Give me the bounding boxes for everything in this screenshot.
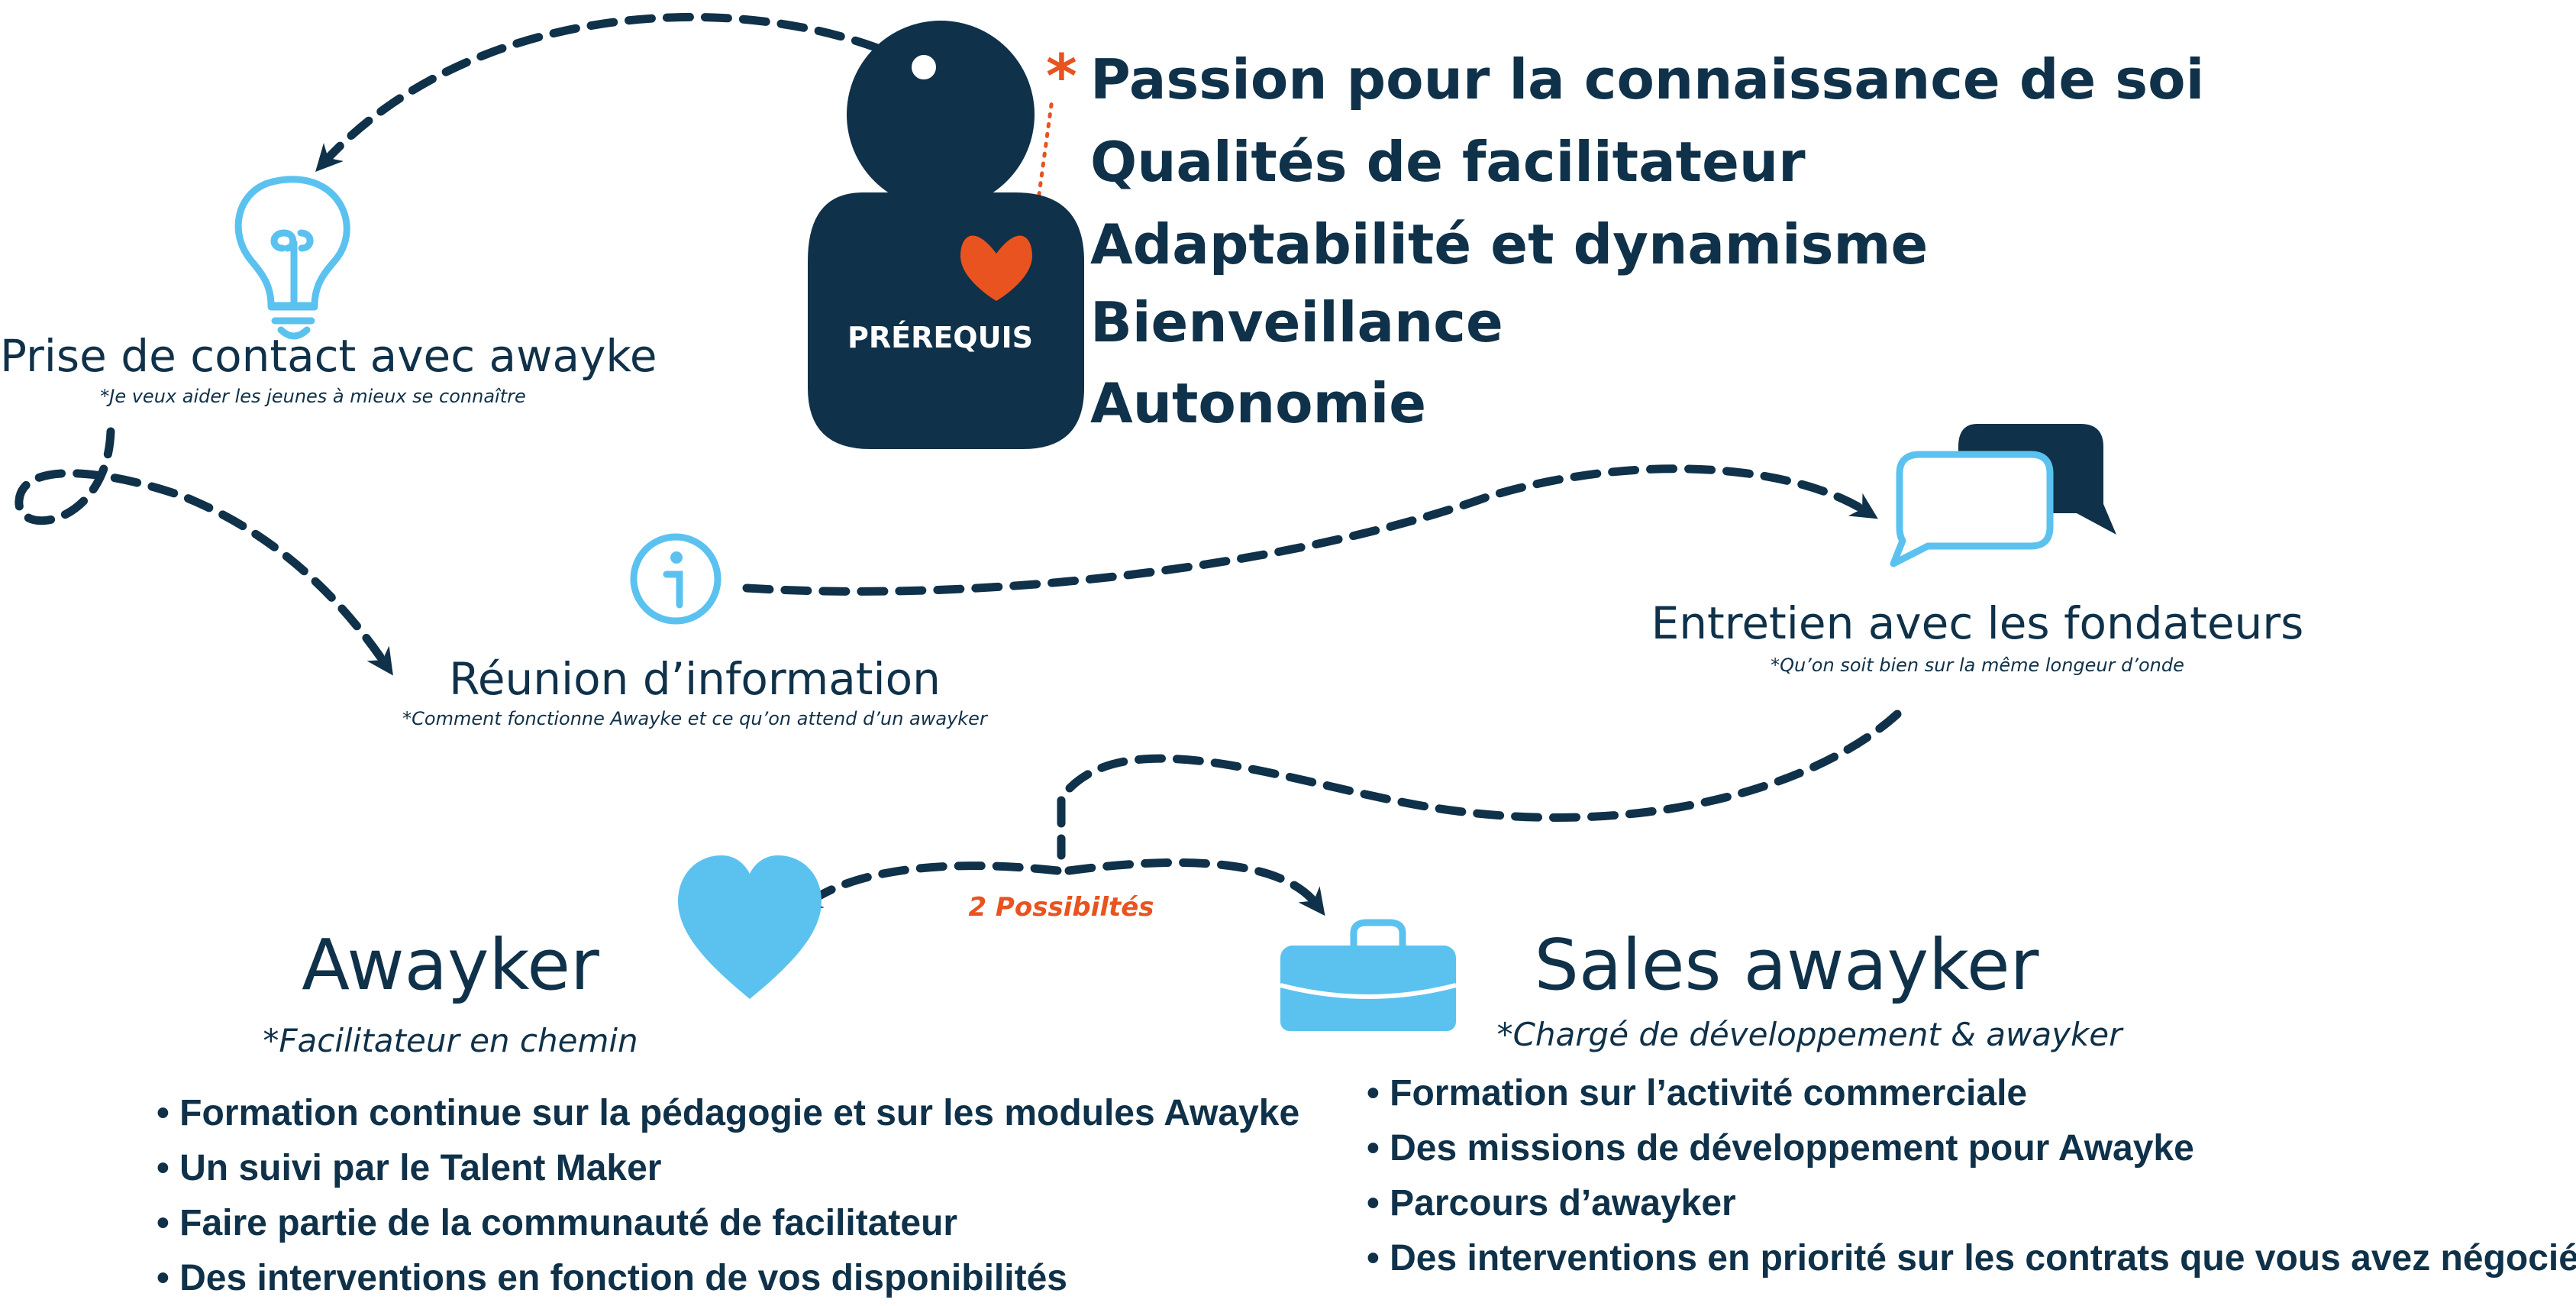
list-item: Formation continue sur la pédagogie et s… xyxy=(157,1086,1299,1141)
list-item: Des interventions en priorité sur les co… xyxy=(1367,1231,2576,1286)
step-interview-note: *Qu’on soit bien sur la même longeur d’o… xyxy=(1771,655,2184,676)
awayker-title: Awayker xyxy=(302,924,599,1006)
list-item: Un suivi par le Talent Maker xyxy=(157,1141,1299,1196)
list-item: Des missions de développement pour Awayk… xyxy=(1367,1121,2576,1176)
prerequisite-item: Passion pour la connaissance de soi xyxy=(1090,47,2205,112)
prerequisites-asterisk: * xyxy=(1046,43,1077,112)
prerequisite-item: Adaptabilité et dynamisme xyxy=(1090,212,1929,276)
heart-to-asterisk-dotted-line xyxy=(1030,97,1054,247)
arrow-split-to-awayker xyxy=(795,862,1062,913)
awayker-subtitle: *Facilitateur en chemin xyxy=(263,1022,638,1059)
step-contact-note: *Je veux aider les jeunes à mieux se con… xyxy=(100,386,526,407)
sales-awayker-subtitle: *Chargé de développement & awayker xyxy=(1496,1016,2122,1053)
list-item: Formation sur l’activité commerciale xyxy=(1367,1066,2576,1121)
prerequisite-item: Bienveillance xyxy=(1090,290,1503,354)
arrow-interview-to-split xyxy=(1057,710,1902,860)
arrow-info-to-interview xyxy=(742,464,1878,596)
step-info-note: *Comment fonctionne Awayke et ce qu’on a… xyxy=(402,708,987,729)
arrow-prerequis-to-contact xyxy=(315,12,917,172)
heart-badge-icon xyxy=(960,235,1032,301)
prerequis-badge: PRÉREQUIS xyxy=(847,321,1033,354)
chat-bubbles-icon xyxy=(1890,424,2116,567)
step-contact-title: Prise de contact avec awayke xyxy=(0,330,657,382)
list-item: Faire partie de la communauté de facilit… xyxy=(157,1196,1299,1251)
step-interview-title: Entretien avec les fondateurs xyxy=(1651,597,2304,649)
prerequisite-item: Qualités de facilitateur xyxy=(1090,130,1806,194)
awayker-benefits-list: Formation continue sur la pédagogie et s… xyxy=(157,1086,1299,1306)
lightbulb-icon xyxy=(234,176,350,340)
split-label: 2 Possibiltés xyxy=(968,892,1154,923)
arrow-contact-to-info xyxy=(15,427,393,676)
list-item: Des interventions en fonction de vos dis… xyxy=(157,1251,1299,1306)
info-icon xyxy=(630,533,721,625)
heart-icon xyxy=(678,855,822,999)
briefcase-icon xyxy=(1280,919,1457,1031)
step-info-title: Réunion d’information xyxy=(449,653,941,705)
list-item: Parcours d’awayker xyxy=(1367,1176,2576,1231)
person-icon xyxy=(808,21,1084,449)
prerequisite-item: Autonomie xyxy=(1090,371,1427,435)
sales-awayker-title: Sales awayker xyxy=(1534,924,2039,1006)
sales-benefits-list: Formation sur l’activité commerciale Des… xyxy=(1367,1066,2576,1286)
arrow-split-to-sales xyxy=(1064,858,1325,916)
